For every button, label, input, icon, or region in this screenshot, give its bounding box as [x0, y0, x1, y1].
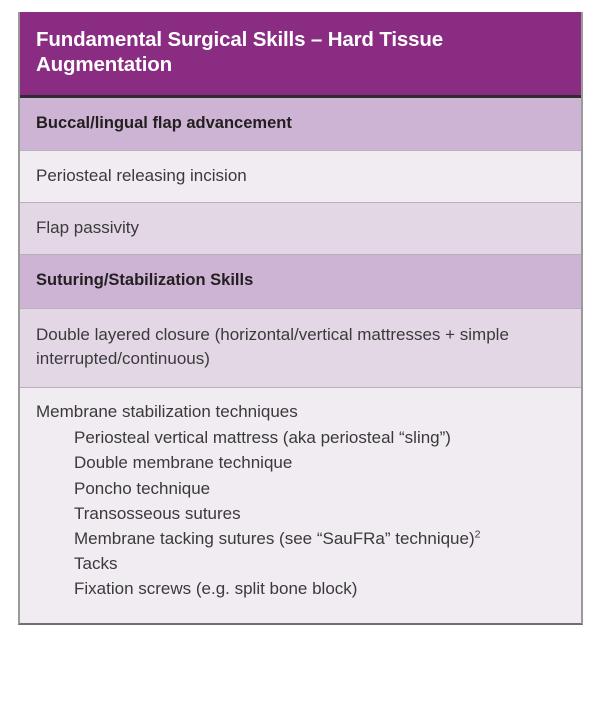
- section-header-buccal-lingual-flap-advancement: Buccal/lingual flap advancement: [20, 97, 581, 152]
- list-item: Membrane tacking sutures (see “SauFRa” t…: [36, 526, 565, 551]
- list-item: Fixation screws (e.g. split bone block): [36, 576, 565, 601]
- row-periosteal-releasing-incision: Periosteal releasing incision: [20, 151, 581, 204]
- list-item-label: Poncho technique: [74, 478, 211, 498]
- footnote-marker: 2: [474, 528, 481, 541]
- row-double-layered-closure: Double layered closure (horizontal/verti…: [20, 308, 581, 389]
- list-item: Transosseous sutures: [36, 501, 565, 526]
- row-flap-passivity: Flap passivity: [20, 203, 581, 256]
- list-item: Tacks: [36, 551, 565, 576]
- table-title: Fundamental Surgical Skills – Hard Tissu…: [20, 12, 581, 98]
- list-item-label: Membrane tacking sutures (see “SauFRa” t…: [74, 528, 475, 548]
- list-item-label: Tacks: [74, 554, 118, 574]
- skills-table: Fundamental Surgical Skills – Hard Tissu…: [18, 12, 583, 626]
- list-item-label: Periosteal vertical mattress (aka perios…: [74, 428, 451, 448]
- section-header-suturing-stabilization-skills: Suturing/Stabilization Skills: [20, 255, 581, 309]
- list-item: Periosteal vertical mattress (aka perios…: [36, 425, 565, 450]
- list-item: Poncho technique: [36, 476, 565, 501]
- list-item-label: Double membrane technique: [74, 453, 293, 473]
- list-parent-label: Membrane stabilization techniques: [36, 402, 298, 422]
- list-item-label: Fixation screws (e.g. split bone block): [74, 579, 358, 599]
- list-item-label: Transosseous sutures: [74, 503, 241, 523]
- row-membrane-stabilization-techniques: Membrane stabilization techniques Perios…: [20, 388, 581, 624]
- list-item: Double membrane technique: [36, 450, 565, 475]
